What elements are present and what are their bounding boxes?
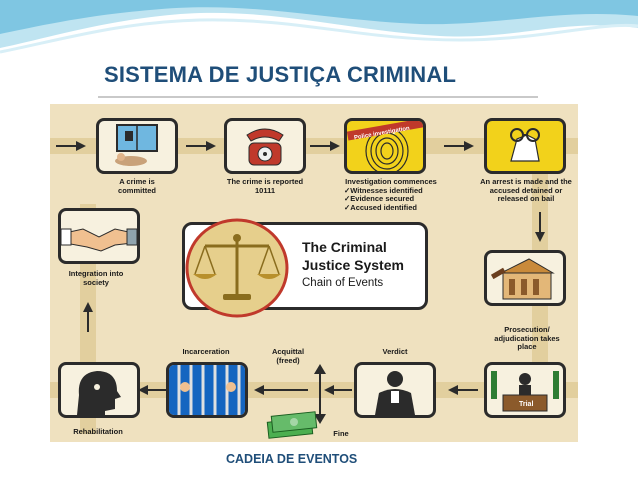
money-icon bbox=[266, 411, 318, 439]
rehabilitation-box bbox=[58, 362, 140, 418]
handcuffs-icon bbox=[510, 128, 540, 162]
investigation-label: Investigation commences Witnesses identi… bbox=[336, 177, 446, 213]
reported-box bbox=[224, 118, 306, 174]
integration-label: Integration into society bbox=[68, 269, 124, 287]
decorative-wave-header bbox=[0, 0, 638, 54]
title-divider bbox=[98, 96, 538, 98]
hub-subtitle: Chain of Events bbox=[302, 277, 384, 289]
arrow-verdict-to-outcomes bbox=[324, 385, 352, 395]
incarceration-box bbox=[166, 362, 248, 418]
arrow-investigation-to-arrest bbox=[444, 141, 474, 151]
hub-title-line2: Justice System bbox=[302, 257, 404, 273]
arrow-incarceration-to-rehabilitation bbox=[138, 385, 166, 395]
investigation-item: Accused identified bbox=[344, 203, 446, 213]
trial-sign-text: Trial bbox=[519, 401, 533, 408]
verdict-label: Verdict bbox=[382, 347, 408, 356]
judge-icon bbox=[375, 371, 415, 415]
arrow-reported-to-investigation bbox=[310, 141, 340, 151]
crime-box bbox=[96, 118, 178, 174]
arrow-crime-to-reported bbox=[186, 141, 216, 151]
handshake-icon bbox=[61, 228, 137, 252]
scales-of-justice-icon bbox=[185, 218, 289, 318]
arrow-start-to-crime bbox=[56, 141, 86, 151]
prosecution-box bbox=[484, 250, 566, 306]
arrest-label: An arrest is made and the accused detain… bbox=[480, 177, 572, 203]
arrow-rehabilitation-to-integration bbox=[83, 302, 93, 332]
arrow-trial-to-verdict bbox=[448, 385, 478, 395]
hub-title-line1: The Criminal bbox=[302, 239, 387, 255]
prosecution-label: Prosecution/ adjudication takes place bbox=[494, 325, 560, 351]
arrow-arrest-to-prosecution bbox=[535, 212, 545, 242]
crime-scene-icon bbox=[115, 124, 158, 166]
trial-box: Trial bbox=[484, 362, 566, 418]
investigation-list: Witnesses identified Evidence secured Ac… bbox=[336, 186, 446, 213]
chain-of-events-diagram: The Criminal Justice System Chain of Eve… bbox=[50, 104, 578, 442]
diagram-caption: CADEIA DE EVENTOS bbox=[226, 452, 358, 466]
integration-box bbox=[58, 208, 140, 264]
fingerprint-icon: Police investigation bbox=[347, 121, 423, 171]
prison-bars-icon bbox=[169, 365, 245, 415]
investigation-box: Police investigation bbox=[344, 118, 426, 174]
crime-label: A crime is committed bbox=[118, 177, 156, 195]
acquittal-label: Acquittal (freed) bbox=[271, 347, 305, 365]
acquittal-fine-vertical-arrow bbox=[314, 364, 326, 424]
telephone-icon bbox=[246, 128, 284, 166]
rehabilitation-label: Rehabilitation bbox=[73, 427, 123, 436]
investigation-item: Evidence secured bbox=[344, 194, 446, 204]
courthouse-icon bbox=[490, 258, 555, 300]
trial-courtroom-icon: Trial bbox=[491, 371, 559, 412]
head-silhouette-icon bbox=[77, 371, 121, 415]
verdict-box bbox=[354, 362, 436, 418]
arrest-box bbox=[484, 118, 566, 174]
arrow-outcomes-to-incarceration bbox=[254, 385, 308, 395]
reported-label: The crime is reported 10111 bbox=[226, 177, 304, 195]
slide-title: SISTEMA DE JUSTIÇA CRIMINAL bbox=[104, 62, 457, 87]
fine-label: Fine bbox=[333, 429, 349, 438]
investigation-item: Witnesses identified bbox=[344, 186, 446, 196]
investigation-title: Investigation commences bbox=[345, 177, 437, 186]
incarceration-label: Incarceration bbox=[182, 347, 230, 356]
